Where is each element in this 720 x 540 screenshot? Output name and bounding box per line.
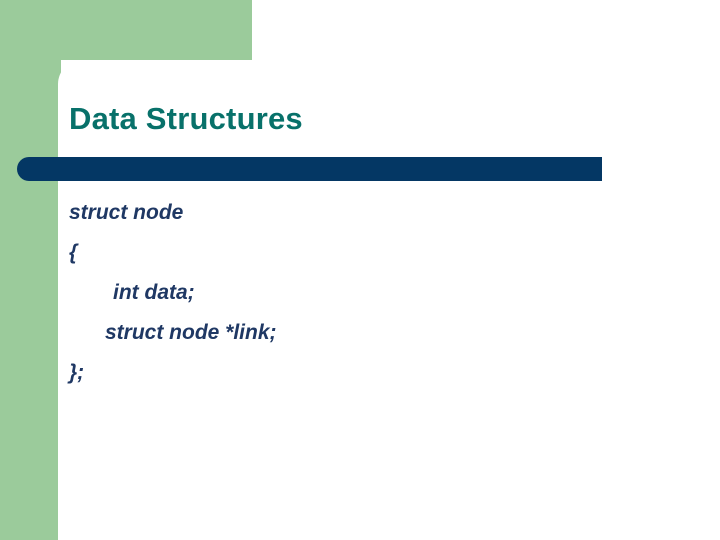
code-line: struct node *link; xyxy=(105,321,277,344)
code-line: int data; xyxy=(113,281,195,304)
code-line: { xyxy=(69,241,78,264)
white-content-panel xyxy=(58,60,720,540)
green-header-band xyxy=(0,0,252,60)
code-line: struct node xyxy=(69,201,184,224)
code-line: }; xyxy=(69,361,85,384)
green-sidebar-band xyxy=(0,0,61,540)
page-title: Data Structures xyxy=(69,101,303,136)
code-block: struct node { int data; struct node *lin… xyxy=(69,193,629,393)
title-underline-rule xyxy=(17,157,602,181)
